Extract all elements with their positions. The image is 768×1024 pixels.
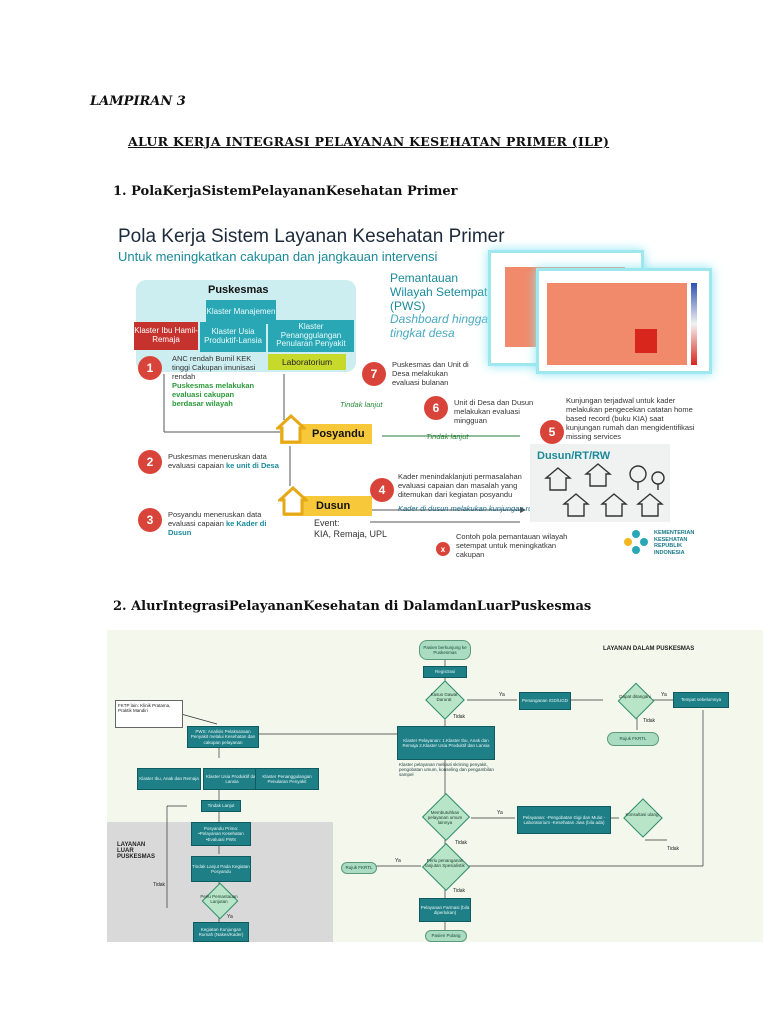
tidak-label-2: Tidak <box>643 718 656 724</box>
pasien-pulang-node: Pasien Pulang <box>425 930 467 942</box>
step-2-badge: 2 <box>138 450 162 474</box>
pelayanan-node: Pelayanan: -Pengobatan Gigi dan Mulut -L… <box>517 806 611 834</box>
dusun-rt-rw-panel <box>530 444 670 522</box>
pws-block: Pemantauan Wilayah Setempat (PWS) Dashbo… <box>390 271 490 341</box>
step-1-highlight: Puskesmas melakukan evaluasi cakupan ber… <box>172 381 255 408</box>
tidak-label-4: Tidak <box>667 846 680 852</box>
perlu-penanganan-label: Perlu penanganan lanjutan Spesialistik <box>425 858 465 869</box>
klaster-penyakit-node: Klaster Penanggulangan Penularan Penyaki… <box>255 768 319 790</box>
step-6-badge: 6 <box>424 396 448 420</box>
puskesmas-label: Puskesmas <box>208 284 269 296</box>
laboratorium: Laboratorium <box>268 354 346 370</box>
lampiran-heading: LAMPIRAN 3 <box>90 94 186 109</box>
tindak-lanjut-label-1: Tindak lanjut <box>340 400 383 409</box>
dusun-house-icon <box>278 486 308 516</box>
klaster-penyakit: Klaster Penanggulangan Penularan Penyaki… <box>268 320 354 352</box>
perlu-pemantauan-label: Perlu Pemantauan Lanjutan <box>200 894 238 905</box>
section-1-heading: 1. PolaKerjaSistemPelayananKesehatan Pri… <box>113 184 458 199</box>
step-7-text: Puskesmas dan Unit di Desa melakukan eva… <box>392 360 469 387</box>
x-note: Contoh pola pemantauan wilayah setempat … <box>456 532 568 559</box>
step-4-text: Kader menindaklanjuti permasalahan evalu… <box>398 472 522 499</box>
pws-title: Pemantauan Wilayah Setempat (PWS) <box>390 271 488 313</box>
ya-label-5: Ya <box>227 914 233 920</box>
step-3-highlight: ke Kader di Dusun <box>168 519 267 537</box>
dashboard-screenshot-front <box>536 268 712 374</box>
layanan-dalam-label: LAYANAN DALAM PUSKESMAS <box>603 646 695 652</box>
village-houses-icon <box>544 463 665 517</box>
posyandu-house-icon <box>276 414 306 444</box>
ya-label-4: Ya <box>395 858 401 864</box>
step-2-text: Puskesmas meneruskan data evaluasi capai… <box>168 452 279 470</box>
step-4-badge: 4 <box>370 478 394 502</box>
step-3-badge: 3 <box>138 508 162 532</box>
step-4-note: Kader di dusun melakukan kunjungan rumah <box>398 504 547 513</box>
flow-arrows <box>163 374 526 523</box>
klaster-manajemen: Klaster Manajemen <box>206 300 276 324</box>
ya-label-1: Ya <box>499 692 505 698</box>
step-1-badge: 1 <box>138 356 162 380</box>
figure-pola-kerja: Pola Kerja Sistem Layanan Kesehatan Prim… <box>100 214 763 564</box>
klaster-pelayanan-node: Klaster Pelayanan: 1.Klaster Ibu, Anak d… <box>397 726 495 760</box>
step-5-badge: 5 <box>540 420 564 444</box>
fktp-lain-node: FKTP lain: Klinik Pratama, Praktik Mandi… <box>115 700 183 728</box>
posyandu-prima-node: Posyandu Prima: •Pelayanan Kesehatan •Ev… <box>191 822 251 846</box>
figure-1-subtitle: Untuk meningkatkan cakupan dan jangkauan… <box>118 249 438 264</box>
membutuhkan-label: Membutuhkan pelayanan umum lainnya <box>427 810 463 826</box>
section-2-heading: 2. AlurIntegrasiPelayananKesehatan di Da… <box>113 599 592 614</box>
tindak-lanjut-posyandu-node: Tindak Lanjut Pada Kegiatan Posyandu <box>191 856 251 882</box>
tidak-label-3: Tidak <box>455 840 468 846</box>
rujuk-fkrtl-node-2: Rujuk FKRTL <box>341 862 377 874</box>
step-5-text: Kunjungan terjadwal untuk kader melakuka… <box>566 396 695 441</box>
step-7-badge: 7 <box>362 362 386 386</box>
registrasi-node: Registrasi <box>423 666 467 678</box>
konsultasi-label: Konsultasi ulang <box>625 812 659 817</box>
klaster-ibu-node: Klaster Ibu, Anak dan Remaja <box>137 768 201 790</box>
step-2-highlight: ke unit di Desa <box>225 461 279 470</box>
dapat-ditangani-label: Dapat ditangani <box>619 694 651 699</box>
kemenkes-logo-icon <box>624 530 648 554</box>
pws-node: PWS: Analisis Pelaksanaan Penyakit melal… <box>187 726 259 748</box>
klaster-pelayanan-note: Klaster pelayanan meliputi skrining peny… <box>399 762 494 777</box>
ya-label-3: Ya <box>497 810 503 816</box>
step-1-text: ANC rendah Bumil KEK tinggi Cakupan imun… <box>172 354 256 408</box>
penanganan-igd-node: Penanganan IGD/UGD <box>519 692 571 710</box>
tidak-label-6: Tidak <box>153 882 166 888</box>
tidak-label-1: Tidak <box>453 714 466 720</box>
tidak-label-5: Tidak <box>453 888 466 894</box>
ya-label-2: Ya <box>661 692 667 698</box>
figure-1-title: Pola Kerja Sistem Layanan Kesehatan Prim… <box>118 226 505 247</box>
tempat-sebelumnya-node: Tempat sebelumnya <box>673 692 729 708</box>
document-title: ALUR KERJA INTEGRASI PELAYANAN KESEHATAN… <box>128 134 610 149</box>
x-badge: x <box>436 542 450 556</box>
event-block: Event: KIA, Remaja, UPL <box>314 518 388 539</box>
kegiatan-kunjungan-node: Kegiatan Kunjungan Rumah (Nakes/Kader) <box>193 922 249 942</box>
pelayanan-farmasi-node: Pelayanan Farmasi (bila diperlukan) <box>419 898 471 922</box>
step-3-text: Posyandu meneruskan data evaluasi capaia… <box>168 510 267 537</box>
tindak-lanjut-node: Tindak Lanjut <box>201 800 241 812</box>
rujuk-fkrtl-node-1: Rujuk FKRTL <box>607 732 659 746</box>
figure-alur-integrasi: LAYANAN LUAR PUSKESMAS LAYANAN DALAM PUS… <box>107 630 763 942</box>
kemenkes-text: KEMENTERIAN KESEHATAN REPUBLIK INDONESIA <box>654 530 695 556</box>
klaster-ibu: Klaster Ibu Hamil-Remaja <box>134 322 198 350</box>
pasien-datang-node: Pasien berkunjung ke Puskesmas <box>419 640 471 660</box>
step-6-text: Unit di Desa dan Dusun melakukan evaluas… <box>454 398 534 425</box>
layanan-luar-label: LAYANAN LUAR PUSKESMAS <box>117 842 156 860</box>
dusun-rt-rw-label: Dusun/RT/RW <box>537 450 611 462</box>
pws-subtitle: Dashboard hingga tingkat desa <box>390 312 489 341</box>
klaster-usia: Klaster Usia Produktif-Lansia <box>200 322 266 352</box>
kasus-gawat-label: Kasus Gawat Darurat <box>430 692 458 703</box>
klaster-usia-node: Klaster Usia Produktif dan Lansia <box>203 768 261 790</box>
